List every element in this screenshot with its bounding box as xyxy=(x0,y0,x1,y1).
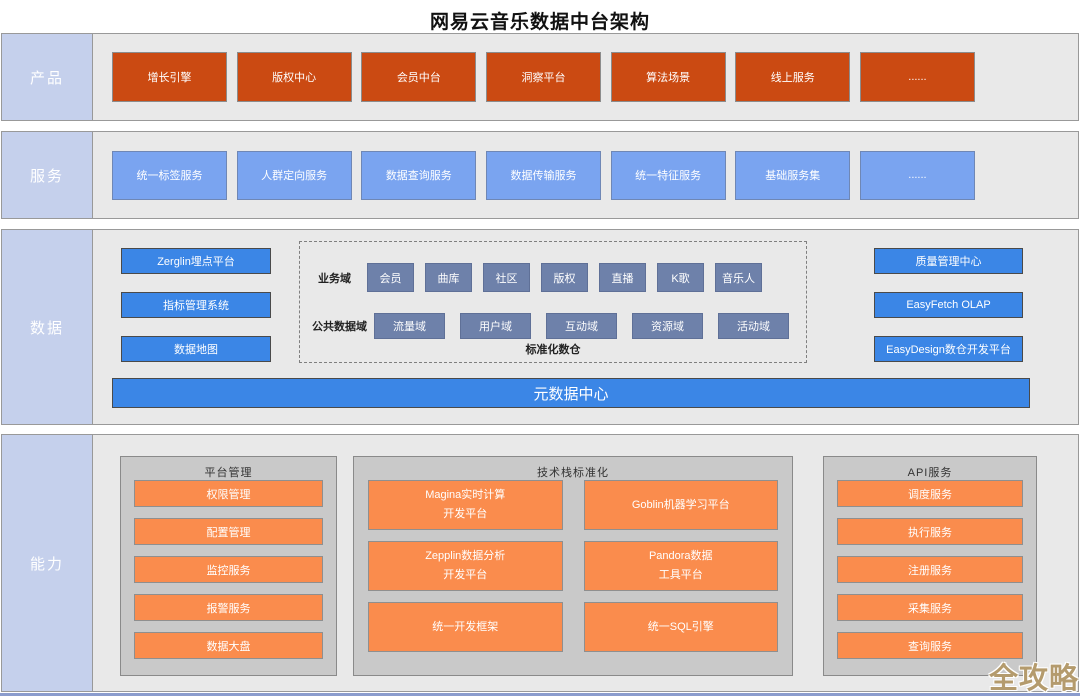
band-label-services: 服务 xyxy=(2,132,93,218)
data-right-column: 质量管理中心 EasyFetch OLAP EasyDesign数仓开发平台 xyxy=(874,248,1023,362)
capability-box: Pandora数据 工具平台 xyxy=(583,541,778,591)
capability-box: Goblin机器学习平台 xyxy=(583,480,778,530)
public-domain-box: 互动域 xyxy=(546,313,617,339)
capability-box: 统一SQL引擎 xyxy=(583,602,778,652)
data-content: Zerglin埋点平台指标管理系统数据地图 业务域 会员曲库社区版权直播 K歌音乐… xyxy=(93,230,1078,424)
public-domain-label: 公共数据域 xyxy=(312,321,367,333)
capability-box: 权限管理 xyxy=(134,480,323,507)
meta-data-center-bar: 元数据中心 xyxy=(112,378,1030,408)
public-domain-box: 资源域 xyxy=(632,313,703,339)
public-domain-list: 流量域用户域互动域资源域活动域 xyxy=(374,313,789,339)
band-services: 服务 统一标签服务人群定向服务数据查询服务数据传输服务统一特征服务基础服务集..… xyxy=(1,131,1079,219)
capability-box: 报警服务 xyxy=(134,594,323,621)
data-platform-box: 指标管理系统 xyxy=(121,292,271,318)
platform-management-list: 权限管理配置管理监控服务报警服务数据大盘 xyxy=(134,480,323,659)
public-domain-box: 流量域 xyxy=(374,313,445,339)
business-domain-box: K歌 xyxy=(657,263,704,292)
public-domain-row: 公共数据域 流量域用户域互动域资源域活动域 xyxy=(312,313,806,339)
capability-group-title: 平台管理 xyxy=(204,467,253,479)
capability-box: 配置管理 xyxy=(134,518,323,545)
capability-box: 调度服务 xyxy=(837,480,1023,507)
public-domain-box: 活动域 xyxy=(718,313,789,339)
page-title: 网易云音乐数据中台架构 xyxy=(429,12,650,33)
product-box: ...... xyxy=(859,52,975,102)
product-box: 版权中心 xyxy=(236,52,352,102)
band-label-capabilities: 能力 xyxy=(2,435,93,691)
capability-box: Magina实时计算 开发平台 xyxy=(368,480,563,530)
products-row: 增长引擎版权中心会员中台洞察平台算法场景线上服务...... xyxy=(93,34,1078,120)
service-box: 数据查询服务 xyxy=(361,150,477,200)
services-row: 统一标签服务人群定向服务数据查询服务数据传输服务统一特征服务基础服务集.....… xyxy=(93,132,1078,218)
business-domain-row: 业务域 会员曲库社区版权直播 K歌音乐人 xyxy=(318,263,806,292)
business-domain-label: 业务域 xyxy=(318,272,351,285)
data-platform-box: Zerglin埋点平台 xyxy=(121,248,271,274)
data-left-column: Zerglin埋点平台指标管理系统数据地图 xyxy=(121,248,271,362)
product-box: 线上服务 xyxy=(735,52,851,102)
business-domain-box: 版权 xyxy=(541,263,588,292)
service-box: 人群定向服务 xyxy=(236,150,352,200)
data-platform-box: 数据地图 xyxy=(121,336,271,362)
capability-box: 查询服务 xyxy=(837,632,1023,659)
band-capabilities: 能力 平台管理 权限管理配置管理监控服务报警服务数据大盘 技术栈标准化 Magi… xyxy=(1,434,1079,692)
capability-group-api-services: API服务 调度服务执行服务注册服务采集服务查询服务 xyxy=(823,456,1037,676)
data-tool-box: EasyFetch OLAP xyxy=(874,292,1023,318)
capability-group-platform-management: 平台管理 权限管理配置管理监控服务报警服务数据大盘 xyxy=(120,456,337,676)
tech-stack-grid: Magina实时计算 开发平台 Goblin机器学习平台 Zepplin数据分析 开… xyxy=(368,480,778,652)
product-box: 会员中台 xyxy=(361,52,477,102)
capability-box: 监控服务 xyxy=(134,556,323,583)
api-services-list: 调度服务执行服务注册服务采集服务查询服务 xyxy=(837,480,1023,659)
product-box: 洞察平台 xyxy=(485,52,601,102)
capability-box: 数据大盘 xyxy=(134,632,323,659)
capability-box: 执行服务 xyxy=(837,518,1023,545)
capability-group-title: 技术栈标准化 xyxy=(537,467,609,479)
band-label-data: 数据 xyxy=(2,230,93,424)
business-domain-list: 会员曲库社区版权直播 K歌音乐人 xyxy=(367,263,762,292)
public-domain-box: 用户域 xyxy=(460,313,531,339)
service-box: 统一特征服务 xyxy=(610,150,726,200)
business-domain-box: 社区 xyxy=(483,263,530,292)
service-box: 数据传输服务 xyxy=(485,150,601,200)
service-box: 统一标签服务 xyxy=(112,150,227,200)
business-domain-box: 直播 xyxy=(599,263,646,292)
business-domain-box: 音乐人 xyxy=(715,263,762,292)
band-label-products: 产品 xyxy=(2,34,93,120)
capability-group-tech-stack: 技术栈标准化 Magina实时计算 开发平台 Goblin机器学习平台 Zeppli… xyxy=(353,456,793,676)
product-box: 增长引擎 xyxy=(112,52,227,102)
bottom-strip xyxy=(0,693,1080,696)
standard-warehouse-box: 业务域 会员曲库社区版权直播 K歌音乐人 公共数据域 流量域用户域互动域资源域活动… xyxy=(299,241,807,363)
watermark: 全攻略 xyxy=(988,663,1079,695)
capability-box: 注册服务 xyxy=(837,556,1023,583)
band-products: 产品 增长引擎版权中心会员中台洞察平台算法场景线上服务...... xyxy=(1,33,1079,121)
product-box: 算法场景 xyxy=(610,52,726,102)
capabilities-content: 平台管理 权限管理配置管理监控服务报警服务数据大盘 技术栈标准化 Magina实… xyxy=(93,435,1078,691)
capability-box: Zepplin数据分析 开发平台 xyxy=(368,541,563,591)
business-domain-box: 曲库 xyxy=(425,263,472,292)
service-box: 基础服务集 xyxy=(735,150,851,200)
capability-box: 采集服务 xyxy=(837,594,1023,621)
data-tool-box: 质量管理中心 xyxy=(874,248,1023,274)
capability-box: 统一开发框架 xyxy=(368,602,563,652)
capability-group-title: API服务 xyxy=(907,467,953,479)
data-tool-box: EasyDesign数仓开发平台 xyxy=(874,336,1023,362)
band-data: 数据 Zerglin埋点平台指标管理系统数据地图 业务域 会员曲库社区版权直播 K… xyxy=(1,229,1079,425)
warehouse-caption: 标准化数仓 xyxy=(525,344,581,356)
business-domain-box: 会员 xyxy=(367,263,414,292)
service-box: ...... xyxy=(859,150,975,200)
